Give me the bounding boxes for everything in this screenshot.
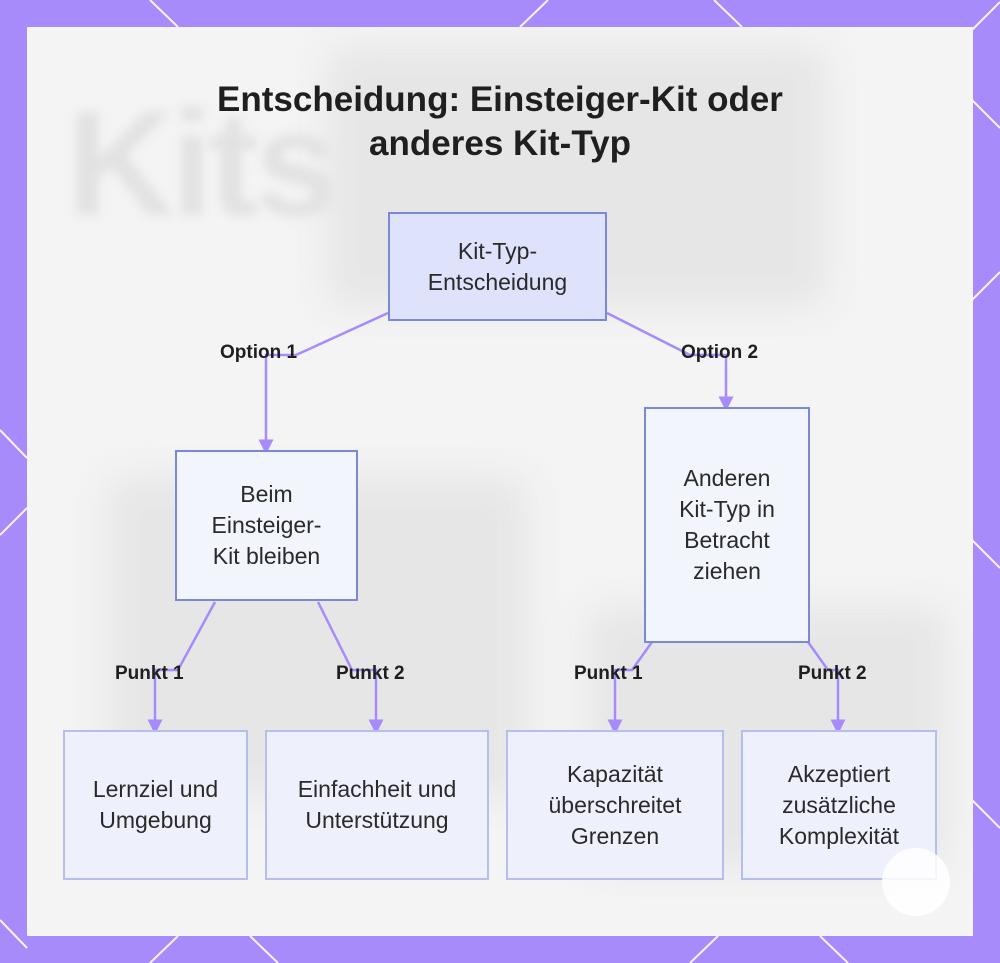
edge-root-option2 [606,311,734,412]
node-option2-label: Anderen Kit-Typ in Betracht ziehen [679,465,775,584]
edge-label-o2-punkt1: Punkt 1 [574,663,643,684]
node-root-label: Kit-Typ-Entscheidung [427,237,568,295]
node-leaf3-label: Kapazität überschreitet Grenzen [548,760,682,849]
edge-option1-leaf1 [147,601,217,735]
edge-root-option1 [258,311,389,455]
node-leaf3: Kapazität überschreitet Grenzen [506,730,724,880]
diagram-title: Entscheidung: Einsteiger-Kit oder andere… [217,80,783,163]
node-option2: Anderen Kit-Typ in Betracht ziehen [644,407,810,643]
edge-label-o2-punkt2: Punkt 2 [798,663,867,684]
edge-label-option1: Option 1 [220,342,298,363]
node-leaf2: Einfachheit und Unterstützung [265,730,489,880]
edge-label-o1-punkt2: Punkt 2 [336,663,405,684]
node-root: Kit-Typ-Entscheidung [388,212,607,321]
background-text: Kits [67,79,338,247]
node-leaf4-label: Akzeptiert zusätzliche Komplexität [778,760,900,849]
corner-logo [882,848,950,916]
node-leaf1-label: Lernziel und Umgebung [92,776,219,833]
edge-option2-leaf4 [806,641,846,735]
node-option1-label: Beim Einsteiger-Kit bleiben [211,481,322,569]
edge-option2-leaf3 [607,641,654,735]
node-leaf1: Lernziel und Umgebung [63,730,248,880]
node-option1: Beim Einsteiger-Kit bleiben [175,450,358,601]
edge-option1-leaf2 [316,601,384,735]
node-leaf2-label: Einfachheit und Unterstützung [297,776,457,833]
edge-label-option2: Option 2 [681,342,759,363]
edge-label-o1-punkt1: Punkt 1 [115,663,184,684]
